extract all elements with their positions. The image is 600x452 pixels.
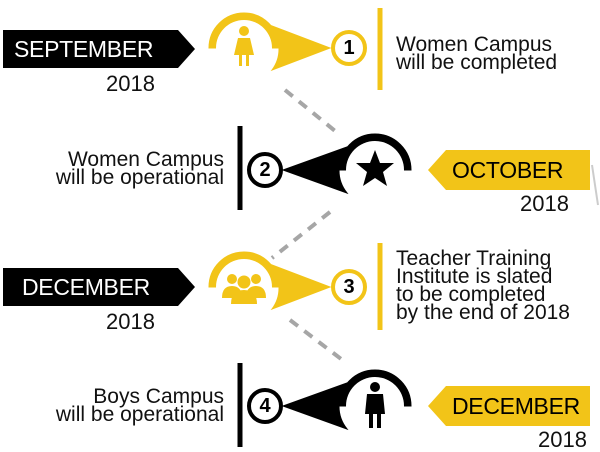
month-tag-2 <box>428 150 590 190</box>
description-3-line-2: Institute is slated <box>396 265 553 288</box>
dashed-connector <box>270 88 347 364</box>
milestone-3-graphics <box>3 243 383 330</box>
star-icon <box>356 150 394 186</box>
group-icon <box>222 274 266 304</box>
month-label-4: DECEMBER <box>452 393 580 419</box>
month-tag-4 <box>428 386 590 426</box>
man-icon <box>365 382 385 428</box>
month-label-1: SEPTEMBER <box>14 36 154 62</box>
description-3-line-3: to be completed <box>396 283 546 306</box>
woman-icon <box>234 26 254 66</box>
description-2-line-2: will be operational <box>55 166 224 189</box>
number-label-4: 4 <box>259 395 271 417</box>
description-3-line-4: by the end of 2018 <box>396 301 570 324</box>
month-tag-3 <box>3 268 195 306</box>
milestone-2-graphics <box>237 126 590 210</box>
year-label-1: 2018 <box>106 71 155 96</box>
year-label-4: 2018 <box>538 427 587 452</box>
number-label-1: 1 <box>343 37 355 59</box>
number-circle-2 <box>247 152 283 188</box>
description-3-line-1: Teacher Training <box>396 247 552 270</box>
milestone-1-graphics <box>3 8 383 90</box>
edge-mark <box>591 164 599 206</box>
number-circle-1 <box>331 30 367 66</box>
description-4-line-1: Boys Campus <box>93 385 224 408</box>
year-label-3: 2018 <box>106 309 155 334</box>
month-label-2: OCTOBER <box>452 157 564 183</box>
description-4-line-2: will be operational <box>55 403 224 426</box>
number-circle-4 <box>247 388 283 424</box>
milestone-4-graphics <box>237 363 590 447</box>
number-label-3: 3 <box>343 276 355 298</box>
number-label-2: 2 <box>259 159 271 181</box>
month-label-3: DECEMBER <box>22 274 150 300</box>
number-circle-3 <box>331 269 367 305</box>
description-1-line-1: Women Campus <box>396 33 553 56</box>
month-tag-1 <box>3 30 195 68</box>
year-label-2: 2018 <box>520 191 569 216</box>
description-1-line-2: will be completed <box>396 51 558 74</box>
description-2-line-1: Women Campus <box>67 148 224 171</box>
